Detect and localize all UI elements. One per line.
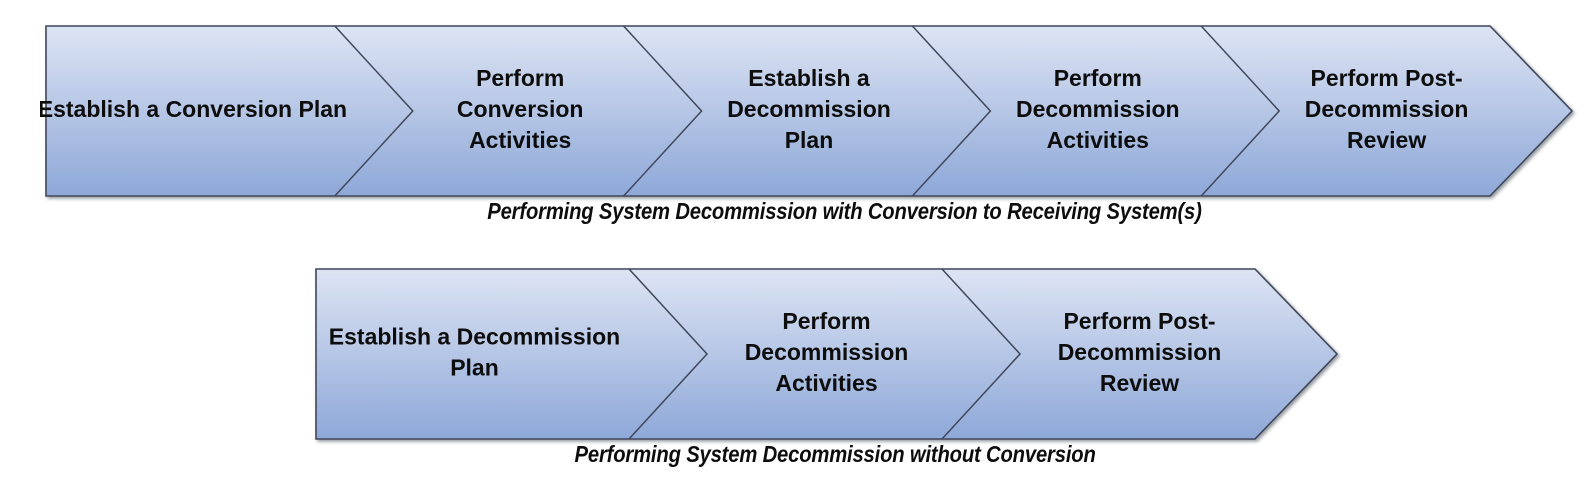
chevron-divider: [911, 25, 992, 197]
chevron-row-outline: [315, 268, 1339, 440]
chevron-divider: [941, 268, 1022, 440]
chevron-divider: [623, 25, 703, 197]
chevron-row-outline: [45, 25, 1574, 197]
row-1-caption: Performing System Decommission with Conv…: [487, 198, 1202, 224]
row-2-caption: Performing System Decommission without C…: [574, 441, 1096, 467]
chevron-divider: [334, 25, 414, 197]
chevron-divider: [1200, 25, 1281, 197]
chevron-step-label: Establish a Conversion Plan: [40, 96, 347, 122]
chevron-divider: [628, 268, 709, 440]
